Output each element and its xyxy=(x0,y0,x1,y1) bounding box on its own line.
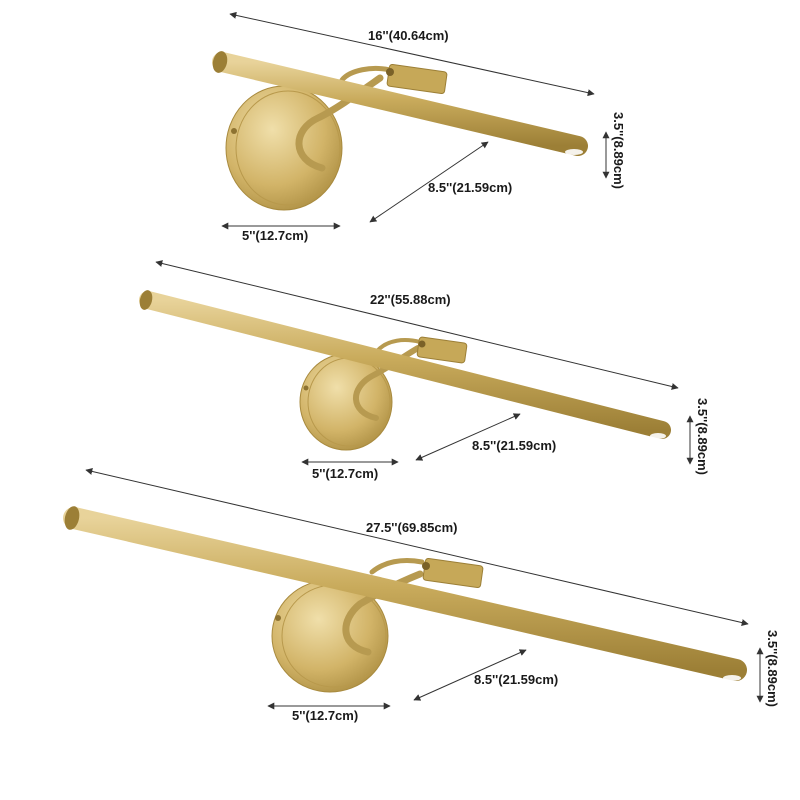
lamp-2: 22''(55.88cm) 3.5''(8.89cm) 8.5''(21.59c… xyxy=(139,260,710,481)
lamp-1-depth-label: 8.5''(21.59cm) xyxy=(428,180,512,195)
lamp-2-bar xyxy=(139,291,671,439)
lamp-3-base-label: 5''(12.7cm) xyxy=(292,708,358,723)
lamp-3-length-arrow xyxy=(85,468,749,626)
lamp-2-bracket xyxy=(416,336,468,364)
lamp-2-depth-label: 8.5''(21.59cm) xyxy=(472,438,556,453)
lamp-1-bracket xyxy=(386,63,448,95)
lamp-3-light-end xyxy=(723,675,741,681)
lamp-3-screw-icon xyxy=(275,615,281,621)
lamp-2-wall-plate xyxy=(299,353,393,451)
lamp-2-bracket-screw-icon xyxy=(418,340,426,348)
lamp-3-bracket xyxy=(422,557,484,589)
lamp-1-length-arrow xyxy=(229,11,595,97)
lamp-2-bar-end-cap xyxy=(139,290,153,310)
lamp-2-screw-icon xyxy=(303,385,309,391)
lamp-3-bar-end-cap xyxy=(64,506,80,530)
lamp-2-length-label: 22''(55.88cm) xyxy=(370,292,451,307)
lamp-2-length-arrow xyxy=(155,260,679,390)
lamp-2-light-end xyxy=(650,433,666,439)
lamp-3-depth-label: 8.5''(21.59cm) xyxy=(474,672,558,687)
lamp-3-bracket-screw-icon xyxy=(422,562,430,570)
lamp-3-bar xyxy=(63,507,747,681)
lamp-1-bracket-screw-icon xyxy=(386,68,394,76)
lamp-1-light-end xyxy=(565,149,583,155)
lamp-2-depth-arrow xyxy=(415,413,521,461)
lamp-1-base-label: 5''(12.7cm) xyxy=(242,228,308,243)
lamp-1-length-label: 16''(40.64cm) xyxy=(368,28,449,43)
lamp-1: 16''(40.64cm) 3.5''(8.89cm) 8.5''(21.59c… xyxy=(212,11,626,243)
lamp-1-screw-icon xyxy=(231,128,237,134)
lamp-2-height-label: 3.5''(8.89cm) xyxy=(695,398,710,475)
lamp-1-depth-arrow xyxy=(369,141,489,223)
lamp-2-base-label: 5''(12.7cm) xyxy=(312,466,378,481)
lamp-3-height-label: 3.5''(8.89cm) xyxy=(765,630,780,707)
lamp-1-wall-plate xyxy=(225,85,343,211)
lamp-1-height-label: 3.5''(8.89cm) xyxy=(611,112,626,189)
lamp-3: 27.5''(69.85cm) 3.5''(8.89cm) 8.5''(21.5… xyxy=(63,468,780,723)
lamp-3-length-label: 27.5''(69.85cm) xyxy=(366,520,457,535)
lamp-1-bar-end-cap xyxy=(212,51,228,73)
lamp-3-depth-arrow xyxy=(413,649,527,701)
